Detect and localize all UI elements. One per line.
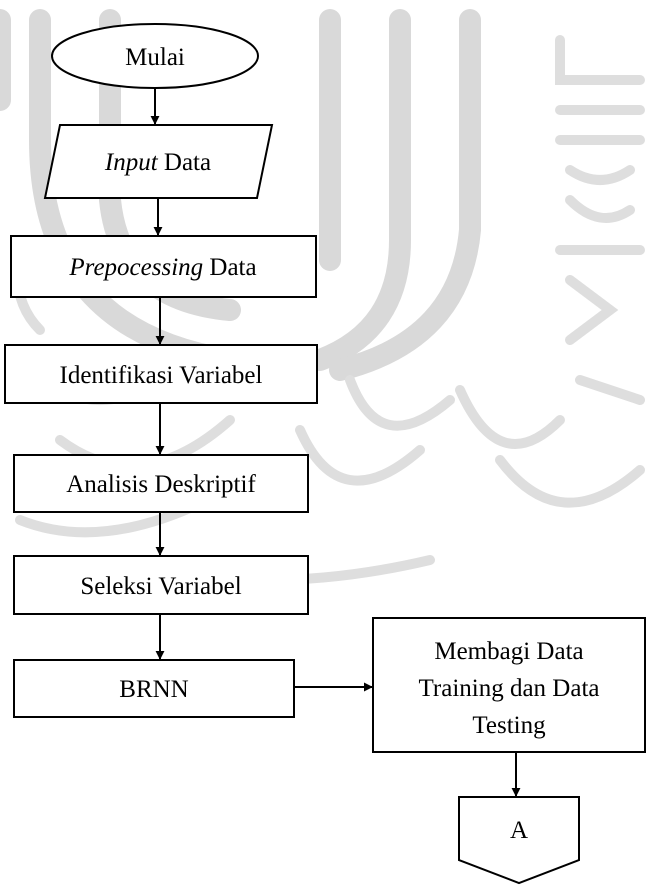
input-label-em: Input <box>104 149 159 176</box>
offpage-connector <box>458 796 580 885</box>
prep-process-box <box>10 235 317 298</box>
identify-process-box <box>4 344 318 404</box>
split-label-line2: Training dan Data <box>419 675 600 702</box>
input-parallelogram <box>43 124 274 199</box>
brnn-process-box <box>13 659 295 718</box>
descriptive-process-box <box>13 454 309 513</box>
identify-label: Identifikasi Variabel <box>60 362 263 389</box>
connector-label: A <box>510 817 528 844</box>
descriptive-label: Analisis Deskriptif <box>66 471 256 498</box>
brnn-label: BRNN <box>119 676 188 703</box>
split-label-line3: Testing <box>472 712 546 739</box>
input-label: Input Data <box>104 149 211 176</box>
split-process-box <box>372 617 646 753</box>
prep-label-rest: Data <box>203 254 256 281</box>
input-label-rest: Data <box>158 149 211 176</box>
prep-label: Prepocessing Data <box>68 254 256 281</box>
start-label: Mulai <box>125 44 185 71</box>
split-label-line1: Membagi Data <box>434 638 583 665</box>
prep-label-em: Prepocessing <box>68 254 203 281</box>
selection-label: Seleksi Variabel <box>80 573 241 600</box>
